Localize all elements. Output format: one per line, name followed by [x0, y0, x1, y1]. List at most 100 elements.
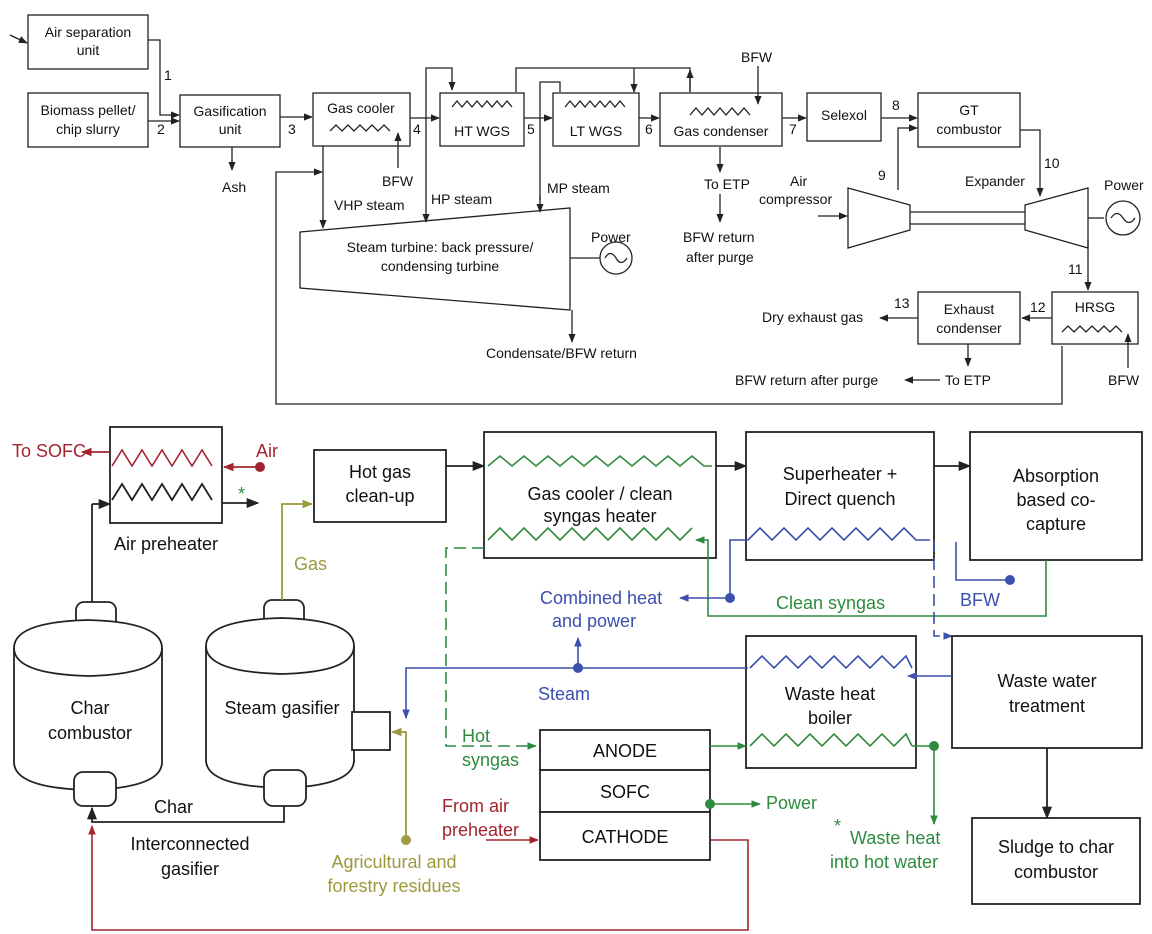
gas-cooler-bfw-label: BFW	[382, 173, 414, 189]
to-etp-label: To ETP	[704, 176, 750, 192]
stream-3-number: 3	[288, 121, 296, 137]
absorption-label-2: based co-	[1016, 490, 1095, 510]
wgs-steam-header	[515, 67, 691, 92]
sofc-power-dot	[705, 799, 715, 809]
superheater-box	[745, 431, 935, 561]
stream-5-number: 5	[527, 121, 535, 137]
mp-steam-loop	[539, 81, 561, 200]
superheater-label-2: Direct quench	[784, 489, 895, 509]
char-combustor-bottom-neck	[73, 771, 117, 807]
sludge-box	[971, 817, 1141, 905]
gt-combustor-box	[917, 92, 1021, 148]
exhaust-condenser-label-2: condenser	[936, 320, 1002, 336]
gas-condenser-box	[659, 92, 783, 147]
steam-label: Steam	[538, 684, 590, 704]
air-preheater-black-coil	[111, 482, 213, 502]
gasifier-feeder	[351, 711, 391, 751]
char-combustor-label-1: Char	[70, 698, 109, 718]
sludge-label-2: combustor	[1014, 862, 1098, 882]
gasification-unit-box	[179, 94, 281, 148]
stream-9-line	[897, 124, 918, 190]
hrsg-bfw-label: BFW	[1108, 372, 1140, 388]
gt-combustor-label-2: combustor	[936, 121, 1002, 137]
gt-sine-icon	[1110, 212, 1136, 224]
steam-gasifier-body	[205, 617, 355, 789]
char-combustor-body	[13, 619, 163, 791]
exhaust-condenser-box	[917, 291, 1021, 345]
steam-turbine-label-1: Steam turbine: back pressure/	[347, 239, 534, 255]
hrsg-label: HRSG	[1075, 299, 1115, 315]
waste-water-box	[951, 635, 1143, 749]
residues-label-2: forestry residues	[327, 876, 460, 896]
gas-cooler-label-1: Gas cooler / clean	[527, 484, 672, 504]
stream-2-number: 2	[157, 121, 165, 137]
lt-wgs-coil	[564, 99, 626, 109]
selexol-box	[806, 92, 882, 142]
ht-steam-loop	[425, 67, 456, 168]
hp-steam-label: HP steam	[431, 191, 492, 207]
gt-combustor-label-1: GT	[959, 102, 979, 118]
waste-water-label-1: Waste water	[997, 671, 1096, 691]
from-air-label-2: preheater	[442, 820, 519, 840]
residues-dot	[401, 835, 411, 845]
steam-turbine-shape	[299, 207, 571, 311]
superheater-to-chp	[679, 539, 748, 602]
gasifier-rim	[205, 645, 355, 675]
stream-9-number: 9	[878, 167, 886, 183]
residues-label-1: Agricultural and	[331, 852, 456, 872]
steam-gasifier-vessel	[205, 599, 391, 807]
sofc-power-label: Power	[766, 793, 817, 813]
steam-turbine-label-2: condensing turbine	[381, 258, 500, 274]
lt-wgs-box	[552, 92, 640, 147]
bfw-return-label-2: after purge	[686, 249, 754, 265]
stream-10-number: 10	[1044, 155, 1060, 171]
ash-label: Ash	[222, 179, 246, 195]
dry-exhaust-label: Dry exhaust gas	[762, 309, 863, 325]
stream-8-number: 8	[892, 97, 900, 113]
steam-to-gasifier	[402, 667, 748, 719]
clean-syngas-return-line	[695, 536, 1047, 617]
quench-water-line	[933, 540, 953, 640]
vhp-steam-label: VHP steam	[334, 197, 405, 213]
interconnected-label-2: gasifier	[161, 859, 219, 879]
char-label: Char	[154, 797, 193, 817]
air-compressor-label-1: Air	[790, 173, 807, 189]
bottom-flowsheet: To SOFC Air * Air preheater Char combust…	[12, 426, 1143, 931]
waste-heat-star: *	[834, 816, 841, 836]
char-combustor-vessel	[13, 601, 163, 807]
steam-junction-dot	[573, 663, 583, 673]
preheater-star: *	[238, 484, 245, 504]
stream-1-line	[148, 39, 180, 119]
ht-wgs-coil	[451, 99, 513, 109]
condenser-bfw-label: BFW	[741, 49, 773, 65]
char-combustor-label-2: combustor	[48, 723, 132, 743]
air-separation-label-1: Air separation	[45, 24, 131, 40]
absorption-label-1: Absorption	[1013, 466, 1099, 486]
biomass-box	[27, 92, 149, 148]
lt-wgs-label: LT WGS	[570, 123, 622, 139]
gasification-label-1: Gasification	[193, 103, 266, 119]
waste-heat-label-2: into hot water	[830, 852, 938, 872]
residues-feed-line	[390, 727, 407, 840]
anode-box	[539, 729, 711, 771]
to-sofc-label: To SOFC	[12, 441, 86, 461]
air-inlet-arrow	[9, 34, 28, 44]
bfw-supply-line	[955, 542, 1010, 581]
cathode-label: CATHODE	[582, 827, 669, 847]
waste-water-label-2: treatment	[1009, 696, 1085, 716]
hot-syngas-label-1: Hot	[462, 726, 490, 746]
anode-label: ANODE	[593, 741, 657, 761]
ht-wgs-box	[439, 92, 525, 147]
superheater-label-1: Superheater +	[783, 464, 898, 484]
exhaust-etp-label: To ETP	[945, 372, 991, 388]
boiler-green-coil	[749, 732, 913, 748]
absorption-box	[969, 431, 1143, 561]
stream-4-number: 4	[413, 121, 421, 137]
hot-syngas-line	[445, 547, 537, 750]
bfw-return-label-1: BFW return	[683, 229, 755, 245]
waste-heat-label-1: Waste heat	[850, 828, 940, 848]
chp-label-2: and power	[552, 611, 636, 631]
hot-gas-label-2: clean-up	[345, 486, 414, 506]
expander-label: Expander	[965, 173, 1025, 189]
air-preheater-box	[109, 426, 223, 524]
